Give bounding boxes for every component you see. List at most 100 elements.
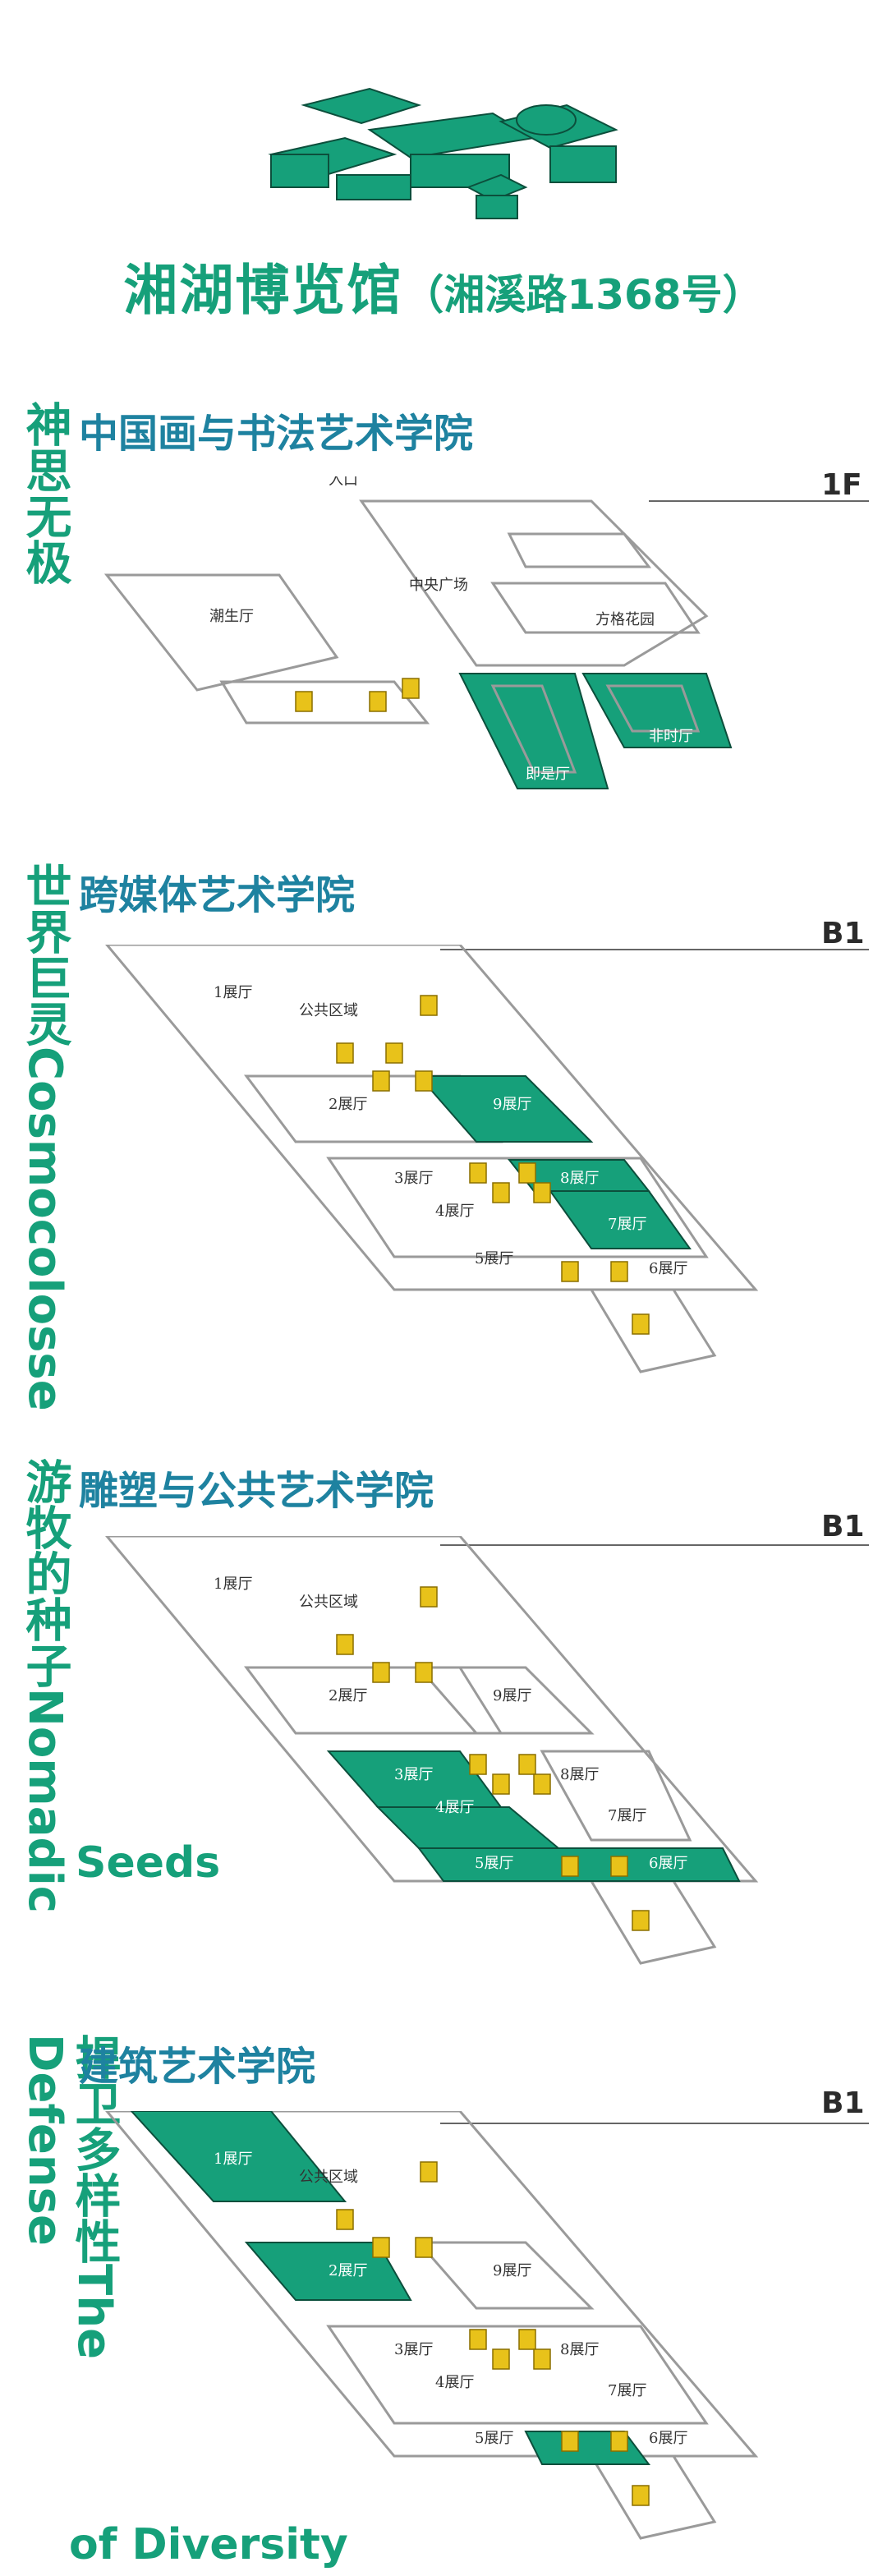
elevator-icon	[469, 2329, 487, 2350]
restroom-icon	[492, 1773, 510, 1795]
restroom-icon	[372, 1070, 390, 1092]
label-public: 公共区域	[299, 2169, 358, 2186]
restaurant-icon	[632, 1910, 650, 1931]
restroom-icon	[533, 1773, 551, 1795]
label-public: 公共区域	[299, 1594, 358, 1611]
label-h8: 8展厅	[560, 2341, 599, 2358]
restroom-icon	[492, 1182, 510, 1203]
section-3-latin-2: Seeds	[76, 1838, 221, 1888]
label-h3: 3展厅	[394, 1170, 433, 1187]
map-1f: 入口 潮生厅 中央广场 方格花园 即是厅 非时厅	[103, 476, 733, 789]
elevator-icon	[518, 2329, 536, 2350]
section-3-vertical-title: 游牧的种子Nomadic	[18, 1458, 71, 1913]
restroom-icon	[533, 2348, 551, 2370]
restroom-icon	[492, 2348, 510, 2370]
elevator-icon	[402, 678, 420, 699]
section-4-academy: 建筑艺术学院	[79, 2044, 316, 2090]
restroom-icon	[415, 1070, 433, 1092]
section-4-latin-2: of Diversity	[69, 2520, 348, 2569]
label-h1: 1展厅	[214, 984, 252, 1001]
label-garden: 方格花园	[595, 611, 655, 628]
section-4-rule	[440, 2123, 869, 2124]
label-h2: 2展厅	[329, 1096, 367, 1113]
section-3-rule	[440, 1544, 869, 1546]
elevator-icon	[561, 1261, 579, 1282]
section-1-vertical-title: 神思无极	[18, 401, 71, 585]
map-b1-section-2: 1展厅 公共区域 2展厅 9展厅 3展厅 8展厅 4展厅 7展厅 5展厅 6展厅	[105, 945, 759, 1373]
hall-6-block	[524, 2431, 650, 2465]
label-h3: 3展厅	[394, 1766, 433, 1783]
label-h9: 9展厅	[493, 2262, 531, 2279]
restaurant-icon	[420, 1586, 438, 1608]
label-h4: 4展厅	[435, 1203, 474, 1220]
label-hall-chao: 潮生厅	[209, 608, 254, 625]
section-2-latin-title: Cosmocolosse	[18, 1046, 71, 1411]
hall-7-block	[549, 1190, 692, 1249]
restroom-icon	[372, 2237, 390, 2258]
label-h9: 9展厅	[493, 1687, 531, 1704]
elevator-icon	[610, 1856, 628, 1877]
label-h2: 2展厅	[329, 2262, 367, 2279]
label-h7: 7展厅	[608, 2382, 646, 2399]
label-h1: 1展厅	[214, 2150, 252, 2168]
elevator-icon	[518, 1162, 536, 1184]
section-1-academy: 中国画与书法艺术学院	[79, 411, 474, 457]
section-3-academy: 雕塑与公共艺术学院	[79, 1468, 434, 1514]
label-h7: 7展厅	[608, 1216, 646, 1233]
elevator-icon	[469, 1162, 487, 1184]
elevator-icon	[469, 1754, 487, 1775]
section-1-floor: 1F	[821, 468, 862, 502]
label-h6: 6展厅	[649, 1855, 687, 1872]
section-2-floor: B1	[821, 917, 865, 950]
section-4-cn-title: 捍卫多样性	[67, 2034, 121, 2264]
section-3-floor: B1	[821, 1510, 865, 1543]
label-h5: 5展厅	[475, 2430, 513, 2447]
elevator-icon	[518, 1754, 536, 1775]
label-h1: 1展厅	[214, 1576, 252, 1593]
label-public: 公共区域	[299, 1002, 358, 1019]
label-entrance: 入口	[329, 476, 358, 489]
label-h7: 7展厅	[608, 1807, 646, 1824]
restroom-icon	[533, 1182, 551, 1203]
restaurant-icon	[295, 691, 313, 712]
section-4-floor: B1	[821, 2086, 865, 2120]
section-1-rule	[649, 500, 869, 502]
elevator-icon	[385, 1042, 403, 1064]
hall-2-block	[244, 2242, 412, 2301]
restroom-icon	[415, 1662, 433, 1683]
label-hall-ji: 即是厅	[526, 766, 570, 783]
label-h9: 9展厅	[493, 1096, 531, 1113]
map-b1-section-3: 1展厅 公共区域 2展厅 9展厅 3展厅 8展厅 4展厅 7展厅 5展厅 6展厅	[105, 1536, 759, 1965]
elevator-icon	[610, 1261, 628, 1282]
elevator-icon	[336, 1634, 354, 1655]
elevator-icon	[336, 1042, 354, 1064]
section-2-rule	[440, 949, 869, 950]
label-h4: 4展厅	[435, 1799, 474, 1816]
section-3-latin-title: Nomadic	[18, 1688, 71, 1913]
section-2-cn-title: 世界巨灵	[18, 862, 71, 1046]
restroom-icon	[372, 1662, 390, 1683]
label-h4: 4展厅	[435, 2374, 474, 2391]
page-title: 湘湖博览馆（湘溪路1368号）	[0, 246, 887, 325]
section-2-academy: 跨媒体艺术学院	[79, 872, 356, 918]
label-h8: 8展厅	[560, 1766, 599, 1783]
label-h5: 5展厅	[475, 1250, 513, 1267]
elevator-icon	[561, 1856, 579, 1877]
building-illustration	[268, 87, 618, 219]
restaurant-icon	[632, 1313, 650, 1335]
section-4-latin-title: The Defense	[18, 2034, 121, 2360]
map-b1-section-4: 1展厅 公共区域 2展厅 9展厅 3展厅 8展厅 4展厅 7展厅 5展厅 6展厅	[105, 2111, 759, 2540]
restroom-icon	[415, 2237, 433, 2258]
label-h8: 8展厅	[560, 1170, 599, 1187]
restaurant-icon	[632, 2485, 650, 2506]
label-plaza: 中央广场	[409, 577, 468, 594]
hall-fei-block	[581, 673, 733, 748]
restaurant-icon	[420, 995, 438, 1016]
hall-9-block	[416, 1075, 594, 1143]
label-h2: 2展厅	[329, 1687, 367, 1704]
elevator-icon	[336, 2209, 354, 2230]
restaurant-icon	[420, 2161, 438, 2183]
label-h6: 6展厅	[649, 1260, 687, 1277]
hall-1-block	[130, 2111, 347, 2202]
elevator-icon	[610, 2431, 628, 2452]
